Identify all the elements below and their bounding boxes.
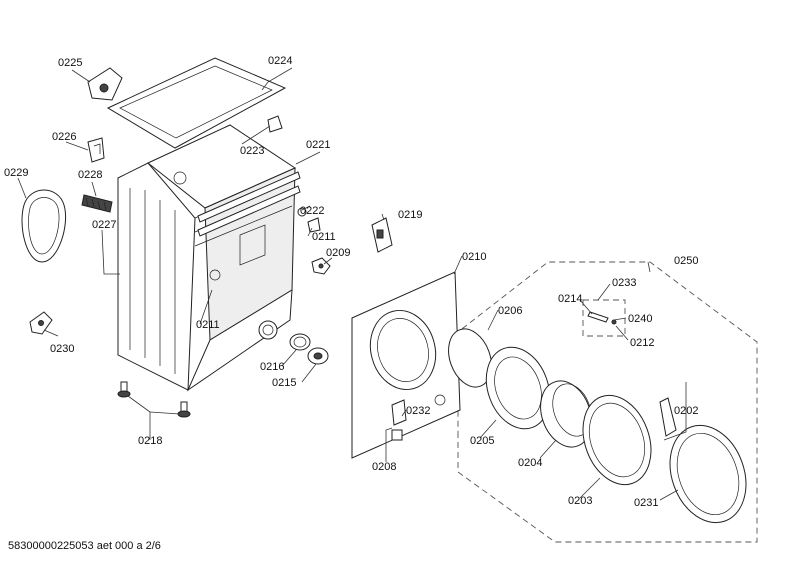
leader-lines	[17, 67, 687, 501]
part-labels: 0225 0224 0226 0223 0221 0229 0228 0227 …	[4, 55, 698, 509]
label-0223: 0223	[240, 145, 264, 157]
label-0206: 0206	[498, 305, 522, 317]
label-0225: 0225	[58, 57, 82, 69]
clip-part-0209[interactable]	[311, 257, 331, 275]
label-0233: 0233	[612, 277, 636, 289]
door-lock-part-0219[interactable]	[371, 217, 393, 253]
label-0222: 0222	[300, 205, 324, 217]
label-0240: 0240	[628, 313, 652, 325]
label-0205: 0205	[470, 435, 494, 447]
label-0250: 0250	[674, 255, 698, 267]
label-0232: 0232	[406, 405, 430, 417]
label-0226: 0226	[52, 131, 76, 143]
label-0210: 0210	[462, 251, 486, 263]
ring-part-0229[interactable]	[21, 189, 66, 263]
label-0211b: 0211	[196, 319, 220, 331]
label-0204: 0204	[518, 457, 542, 469]
label-0202: 0202	[674, 405, 698, 417]
door-glass-part-0204[interactable]	[532, 374, 600, 454]
cabinet-body-part[interactable]	[117, 124, 297, 392]
label-0211a: 0211	[312, 231, 336, 243]
door-outer-ring-part-0231[interactable]	[657, 415, 759, 534]
pump-cap-part-0215[interactable]	[307, 347, 329, 365]
label-0216: 0216	[260, 361, 284, 373]
label-0203: 0203	[568, 495, 592, 507]
label-0214: 0214	[558, 293, 582, 305]
label-0230: 0230	[50, 343, 74, 355]
label-0212: 0212	[630, 337, 654, 349]
spring-part-0228[interactable]	[81, 194, 113, 213]
label-0218: 0218	[138, 435, 162, 447]
door-frame-part-0205[interactable]	[475, 338, 560, 437]
assembly-boundary-0250	[457, 261, 758, 543]
clip-part-0222[interactable]	[297, 207, 307, 217]
label-0231: 0231	[634, 497, 658, 509]
label-0228: 0228	[78, 169, 102, 181]
front-panel-part[interactable]	[351, 271, 461, 459]
label-0221: 0221	[306, 139, 330, 151]
clip-part-0226[interactable]	[87, 137, 105, 163]
bracket-part-0223[interactable]	[267, 115, 283, 133]
cap-part-0225[interactable]	[87, 67, 123, 101]
label-0208: 0208	[372, 461, 396, 473]
top-cover-part[interactable]	[106, 57, 287, 149]
screw-part-0218b[interactable]	[177, 401, 191, 418]
foot-part-0230[interactable]	[29, 311, 53, 335]
gasket-part-0206[interactable]	[441, 323, 499, 393]
clip-part-0211a[interactable]	[307, 217, 321, 233]
label-0229: 0229	[4, 167, 28, 179]
label-0219: 0219	[398, 209, 422, 221]
label-0227: 0227	[92, 219, 116, 231]
kit-box-0233	[582, 299, 626, 337]
label-0209: 0209	[326, 247, 350, 259]
pump-part-0216[interactable]	[289, 333, 311, 351]
door-ring-part-0203[interactable]	[571, 386, 663, 494]
door-handle-part-0202[interactable]	[659, 397, 677, 437]
document-id-footer: 58300000225053 aet 000 a 2/6	[8, 540, 161, 552]
latch-part-0208[interactable]	[391, 429, 403, 441]
hinge-part-0232[interactable]	[391, 399, 407, 426]
label-0215: 0215	[272, 377, 296, 389]
screw-part-0218a[interactable]	[117, 381, 131, 398]
rail-part-0221[interactable]	[197, 171, 301, 237]
label-0224: 0224	[268, 55, 292, 67]
